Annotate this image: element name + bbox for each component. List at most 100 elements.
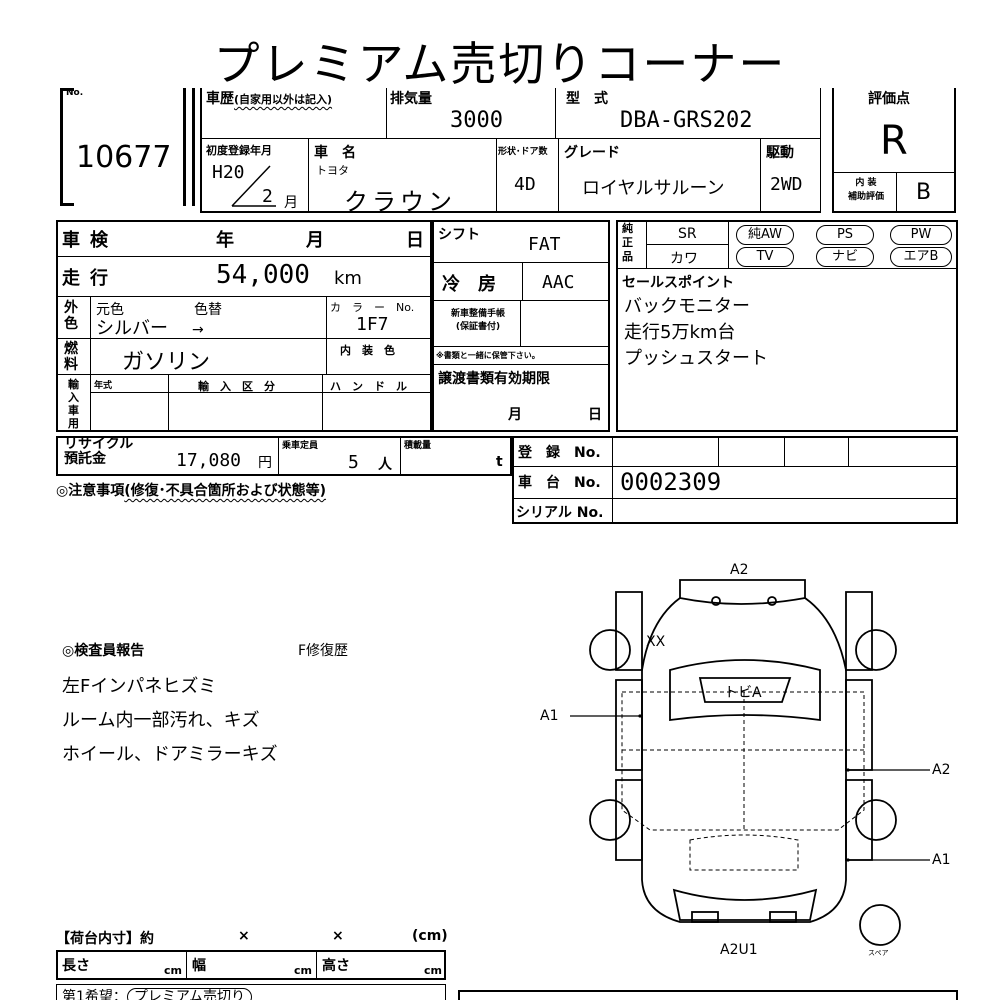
equipment-label: 純正品 — [622, 222, 633, 263]
displacement-value: 3000 — [450, 108, 503, 133]
inspection-day: 日 — [406, 230, 424, 251]
import-type-label: 輸 入 区 分 — [198, 380, 275, 393]
diagram-mark-roof: トビA — [724, 685, 762, 701]
recycle-row — [56, 436, 512, 476]
mileage-value: 54,000 — [216, 260, 310, 290]
inspection-year: 年 — [216, 230, 234, 251]
inspector-tag: F修復歴 — [298, 643, 349, 659]
color-repaint-label: 色替 — [194, 302, 222, 318]
sales-point-3: プッシュスタート — [624, 348, 768, 369]
registration-block — [512, 436, 958, 524]
diagram-mark-left: A1 — [540, 708, 559, 724]
interior-label: 内 装補助評価 — [847, 178, 884, 202]
equipment-alloy-wheel: 純AW — [736, 225, 794, 245]
diagram-mark-spare: スペア — [868, 949, 889, 957]
cargo-height-unit: cm — [424, 964, 442, 977]
equipment-airbag: エアB — [890, 247, 952, 267]
cargo-label: 【荷台内寸】約 — [56, 931, 154, 947]
sales-point-1: バックモニター — [624, 296, 750, 317]
recycle-value: 17,080 — [176, 450, 242, 471]
cargo-height-label: 高さ — [322, 958, 350, 974]
equipment-block — [616, 220, 958, 432]
color-orig-label: 元色 — [96, 302, 124, 318]
sales-point-2: 走行5万km台 — [624, 322, 736, 343]
recycle-unit: 円 — [258, 455, 272, 471]
diagram-mark-right-mid: A2 — [932, 762, 951, 778]
mileage-unit: km — [334, 268, 362, 289]
transfer-label: 譲渡書類有効期限 — [438, 371, 550, 387]
drive-label: 駆動 — [766, 145, 794, 161]
hope-box — [56, 984, 446, 1000]
diagram-mark-left-front: XX — [646, 634, 666, 650]
shift-block — [432, 220, 610, 432]
first-reg-month: 2 — [262, 186, 273, 207]
hope-label: 第1希望：プレミアム売切り — [62, 986, 252, 1000]
equipment-leather: カワ — [670, 251, 698, 267]
car-diagram — [570, 579, 930, 946]
model-value: DBA-GRS202 — [620, 108, 753, 133]
fuel-label: 燃料 — [64, 341, 78, 373]
inspection-label: 車検 — [62, 230, 118, 251]
score-box — [832, 88, 956, 213]
history-label: 車歴(自家用以外は記入) — [206, 91, 333, 107]
spec-block — [56, 220, 432, 432]
cargo-length-unit: cm — [164, 964, 182, 977]
lot-bracket-right — [183, 88, 195, 206]
doors-label: 形状･ドア数 — [498, 147, 548, 157]
shift-value: FAT — [528, 234, 561, 255]
transfer-month: 月 — [508, 407, 522, 423]
cargo-length-label: 長さ — [62, 958, 90, 974]
first-reg-slash — [231, 165, 276, 207]
car-name: クラウン — [344, 188, 456, 216]
sales-points-label: セールスポイント — [622, 275, 734, 291]
car-name-label: 車 名 — [314, 145, 356, 161]
chassis-label: 車 台 No. — [518, 475, 601, 491]
first-reg-label: 初度登録年月 — [206, 144, 272, 157]
maintenance-label: 新車整備手帳(保証書付) — [450, 309, 505, 332]
capacity-value: 5 — [348, 452, 359, 473]
cargo-table — [56, 950, 446, 980]
maintenance-note: ※書類と一緒に保管下さい。 — [436, 351, 540, 360]
cargo-unit: (cm) — [412, 928, 448, 944]
inspector-line-2: ルーム内一部汚れ、キズ — [62, 710, 260, 731]
load-label: 積載量 — [404, 441, 432, 451]
equipment-navi: ナビ — [816, 247, 874, 267]
inspector-line-3: ホイール、ドアミラーキズ — [62, 744, 278, 765]
chassis-value: 0002309 — [620, 468, 722, 496]
cargo-width-label: 幅 — [192, 958, 206, 974]
cargo-times-1: × — [238, 928, 250, 944]
grade-label: グレード — [564, 145, 620, 161]
diagram-mark-bottom: A2U1 — [720, 942, 758, 958]
car-maker: トヨタ — [316, 164, 349, 177]
page-title: プレミアム売切りコーナー — [213, 37, 787, 91]
lot-bracket — [60, 88, 74, 206]
notes-box — [458, 990, 958, 1000]
color-arrow: → — [192, 322, 204, 338]
color-code-label: カ ラ ー No. — [330, 301, 415, 314]
lot-number: 10677 — [76, 140, 172, 175]
aircon-label: 冷 房 — [442, 274, 496, 295]
load-unit: t — [496, 454, 503, 470]
equipment-tv: TV — [736, 247, 794, 267]
aircon-value: AAC — [542, 272, 575, 293]
first-reg-month-unit: 月 — [284, 195, 298, 211]
interior-color-label: 内 装 色 — [340, 344, 395, 357]
inspector-line-1: 左Fインパネヒズミ — [62, 676, 217, 697]
score-label: 評価点 — [868, 91, 910, 107]
lot-label: No. — [66, 88, 84, 98]
header-grid — [200, 88, 820, 213]
equipment-pw: PW — [890, 225, 952, 245]
serial-label: シリアル No. — [516, 505, 604, 521]
shift-label: シフト — [438, 227, 480, 243]
registration-label: 登 録 No. — [518, 445, 601, 461]
diagram-mark-right-rear: A1 — [932, 852, 951, 868]
capacity-label: 乗車定員 — [282, 441, 319, 451]
model-label: 型 式 — [566, 91, 608, 107]
import-label: 輸入車用 — [68, 378, 79, 430]
score-value: R — [880, 118, 908, 164]
inspection-month: 月 — [306, 230, 324, 251]
inspector-label: ◎検査員報告 — [62, 643, 145, 659]
capacity-unit: 人 — [378, 457, 392, 473]
color-value: シルバー — [96, 318, 168, 339]
hope-value: プレミアム売切り — [126, 988, 252, 1000]
